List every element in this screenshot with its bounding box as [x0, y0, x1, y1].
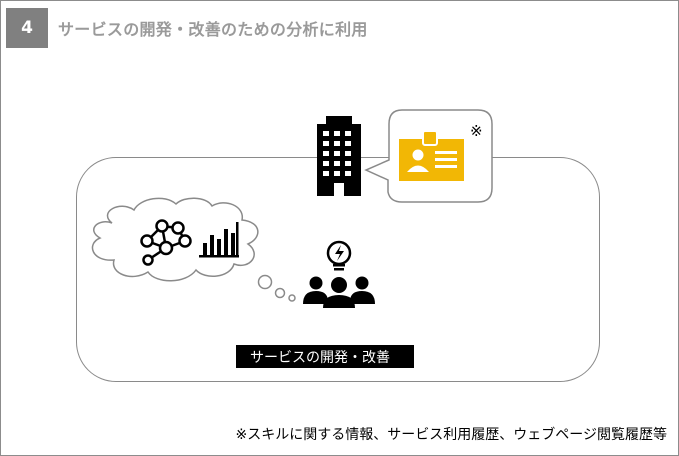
people-group-icon: [303, 276, 375, 308]
network-icon: [140, 219, 192, 266]
thought-cloud: [91, 197, 296, 302]
id-card-icon: [399, 130, 464, 181]
footnote: ※スキルに関する情報、サービス利用履歴、ウェブページ閲覧履歴等: [235, 427, 667, 443]
section-number-badge: 4: [6, 8, 48, 48]
page-title: サービスの開発・改善のための分析に利用: [58, 20, 368, 39]
building-icon: [317, 116, 361, 196]
callout-mark: ※: [470, 122, 483, 140]
bar-chart-icon: [199, 222, 239, 258]
service-improvement-label: サービスの開発・改善: [236, 345, 414, 368]
lightbulb-icon: [326, 240, 352, 271]
